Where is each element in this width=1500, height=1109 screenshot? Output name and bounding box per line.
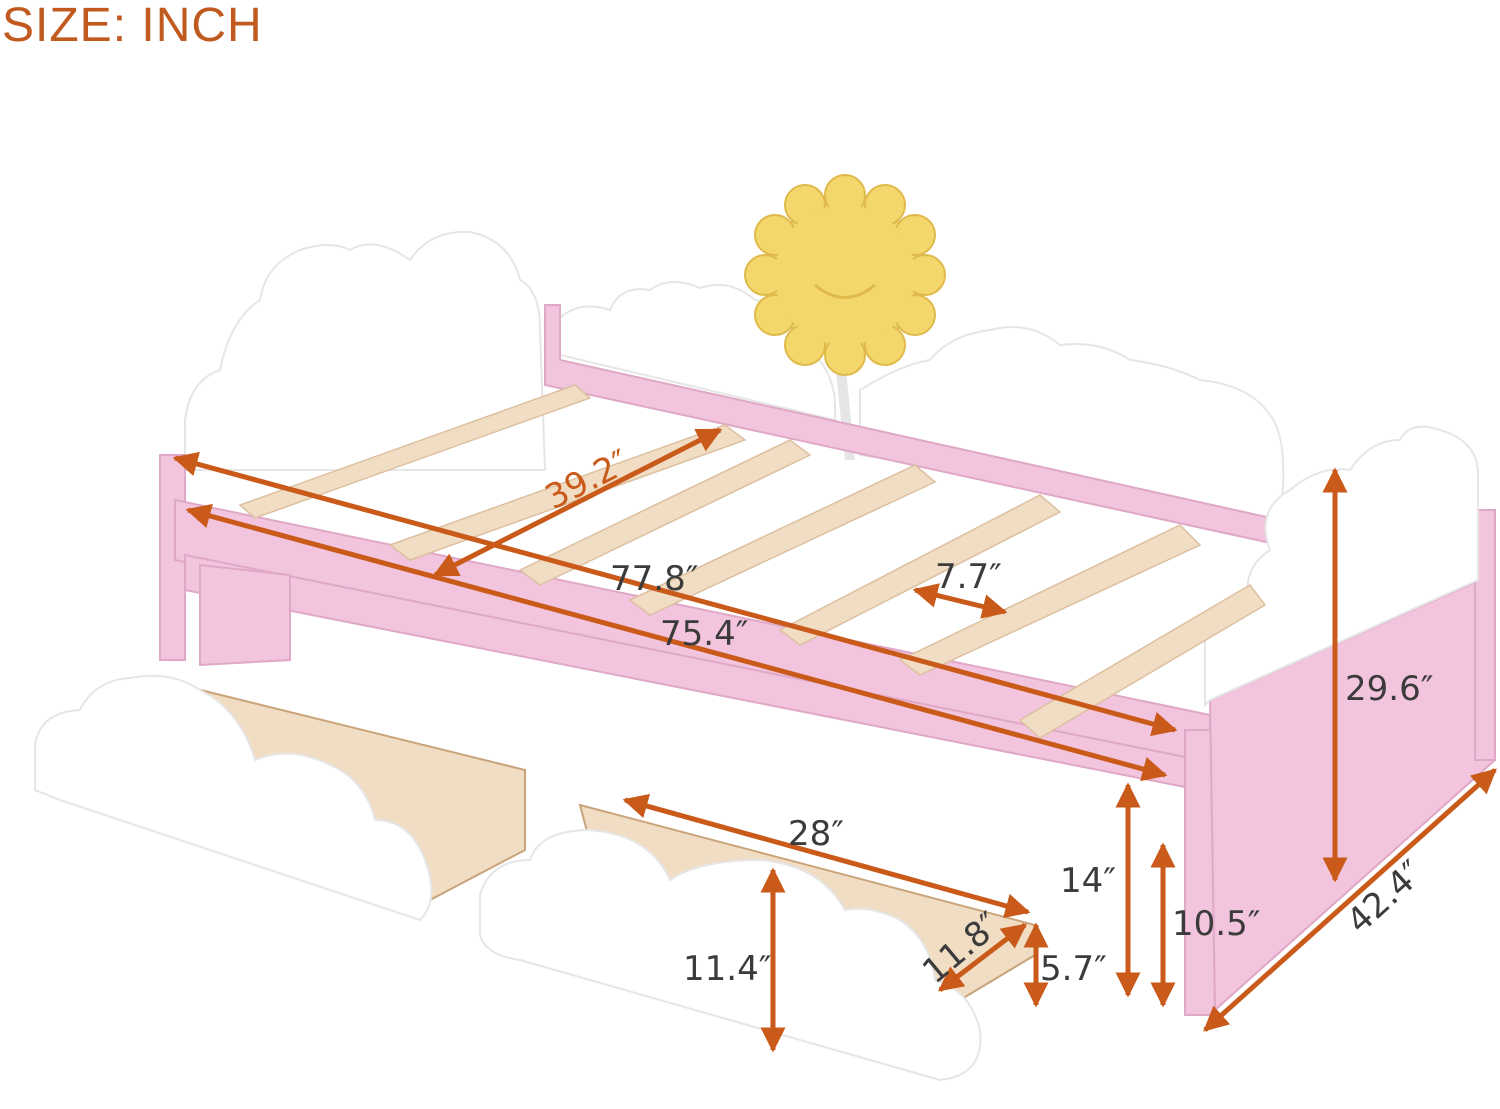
dim-floor-to-rail: 14″ <box>1060 861 1116 901</box>
dim-floor-to-slats: 10.5″ <box>1172 904 1260 944</box>
left-cloud-headboard <box>184 230 547 471</box>
dim-inner-length: 77.8″ <box>610 559 698 599</box>
dim-inner-width: 39.2″ <box>539 442 636 518</box>
size-unit-title: SIZE: INCH <box>2 0 263 52</box>
dim-drawer-front-height: 11.4″ <box>683 949 771 989</box>
dim-total-height: 29.6″ <box>1345 669 1433 709</box>
dim-outer-length: 75.4″ <box>660 614 748 654</box>
dim-drawer-inner-height: 5.7″ <box>1040 949 1107 989</box>
back-cloud-panel-right <box>859 326 1285 522</box>
dim-slat-spacing: 7.7″ <box>935 557 1002 597</box>
dim-drawer-length: 28″ <box>788 814 844 854</box>
sun-decoration <box>744 174 946 461</box>
drawer-left <box>34 674 526 922</box>
dimension-arrows <box>172 427 1497 1053</box>
